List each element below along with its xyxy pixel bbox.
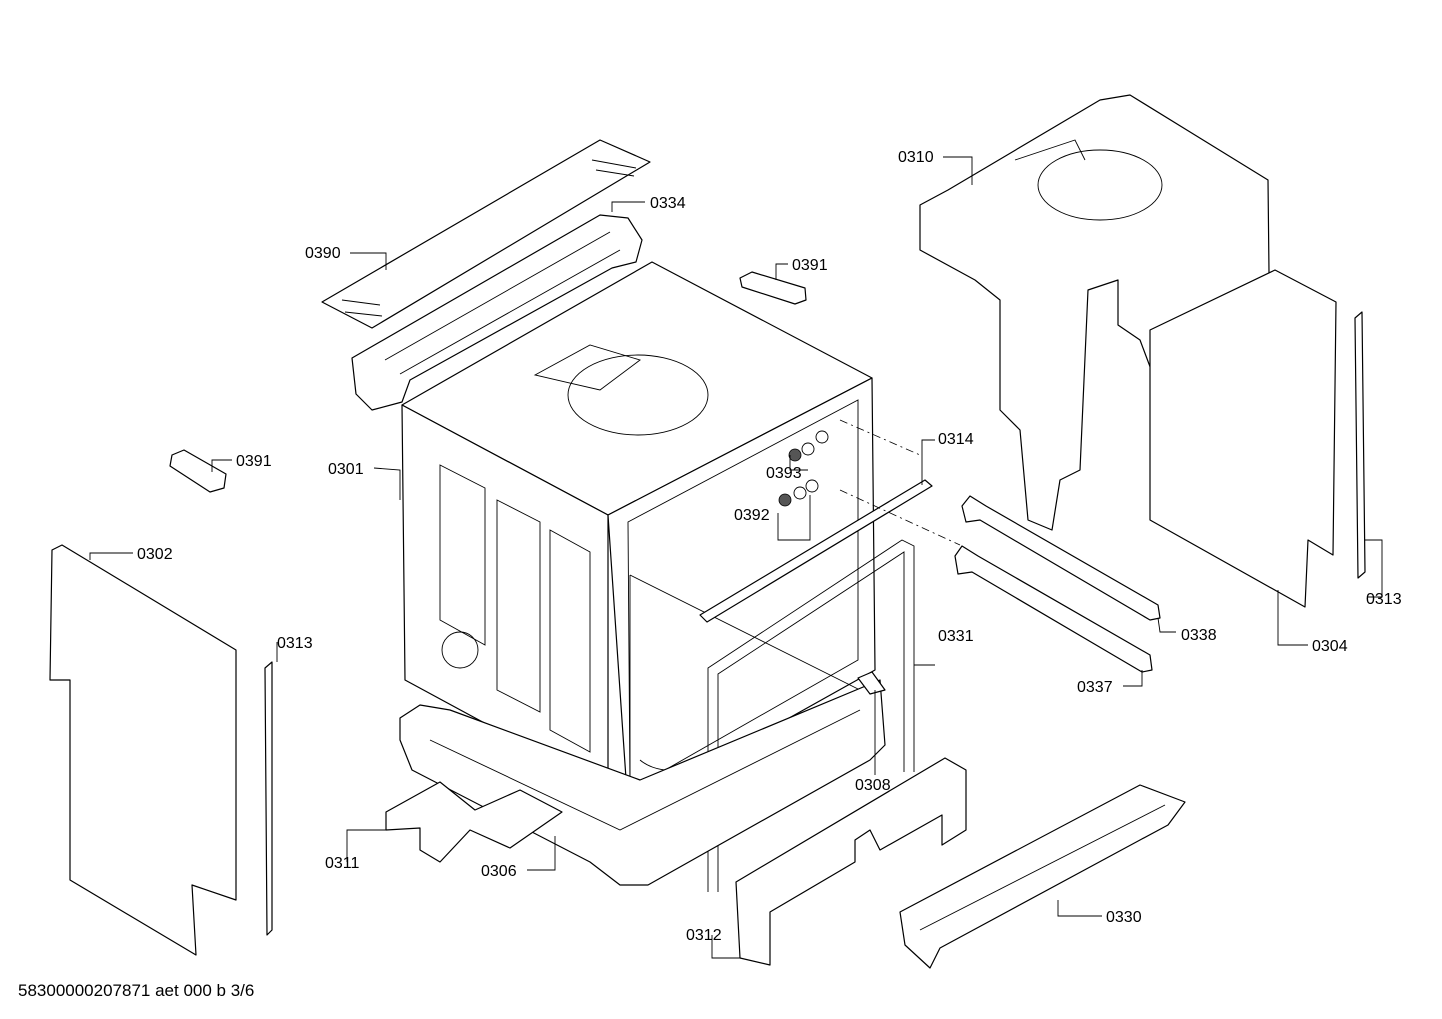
drawing-number-footer: 58300000207871 aet 000 b 3/6 — [18, 981, 255, 1000]
part-0391-bracket-left[interactable] — [169, 449, 227, 493]
callout-0313-right: 0313 — [1366, 591, 1402, 608]
part-0390-mounting-strip[interactable] — [321, 139, 651, 329]
part-0308-clip[interactable] — [857, 671, 886, 695]
callout-0330: 0330 — [1106, 909, 1142, 926]
callout-0306: 0306 — [481, 863, 517, 880]
callout-labels: 0390 0334 0391 0391 0310 0301 0314 0393 … — [137, 149, 1402, 944]
part-0306-base[interactable] — [399, 679, 886, 886]
part-0314-top-seal[interactable] — [699, 479, 933, 623]
callout-0311: 0311 — [325, 855, 360, 872]
callout-0331: 0331 — [938, 628, 974, 645]
callout-0302: 0302 — [137, 546, 173, 563]
callout-0334: 0334 — [650, 195, 686, 212]
callout-0391-left: 0391 — [236, 453, 272, 470]
part-0312-plinth-insulation[interactable] — [735, 757, 967, 966]
callout-0337: 0337 — [1077, 679, 1113, 696]
callout-0312: 0312 — [686, 927, 722, 944]
part-0304-rear-panel[interactable] — [1149, 269, 1337, 608]
callout-0338: 0338 — [1181, 627, 1217, 644]
callout-0393: 0393 — [766, 465, 802, 482]
part-0330-plinth-rail[interactable] — [899, 784, 1186, 969]
callout-0391-top: 0391 — [792, 257, 828, 274]
part-0338-rail[interactable] — [961, 495, 1161, 621]
part-0313-strip-left[interactable] — [264, 661, 273, 936]
callout-0313-left: 0313 — [277, 635, 313, 652]
part-0313-strip-right[interactable] — [1354, 311, 1366, 579]
callout-0301: 0301 — [328, 461, 364, 478]
part-0392-fitting[interactable] — [778, 479, 819, 507]
callout-0314: 0314 — [938, 431, 974, 448]
part-0311-foam-block[interactable] — [385, 781, 563, 863]
callout-0392: 0392 — [734, 507, 770, 524]
callout-0390: 0390 — [305, 245, 341, 262]
part-0334-top-rail[interactable] — [351, 214, 643, 411]
part-0393-fitting[interactable] — [788, 430, 829, 462]
part-0337-rail[interactable] — [954, 545, 1153, 673]
callout-0310: 0310 — [898, 149, 934, 166]
callout-0308: 0308 — [855, 777, 891, 794]
part-0302-side-panel[interactable] — [49, 544, 237, 956]
leader-lines — [89, 156, 1383, 959]
part-0391-bracket-top[interactable] — [739, 271, 807, 305]
callout-0304: 0304 — [1312, 638, 1348, 655]
